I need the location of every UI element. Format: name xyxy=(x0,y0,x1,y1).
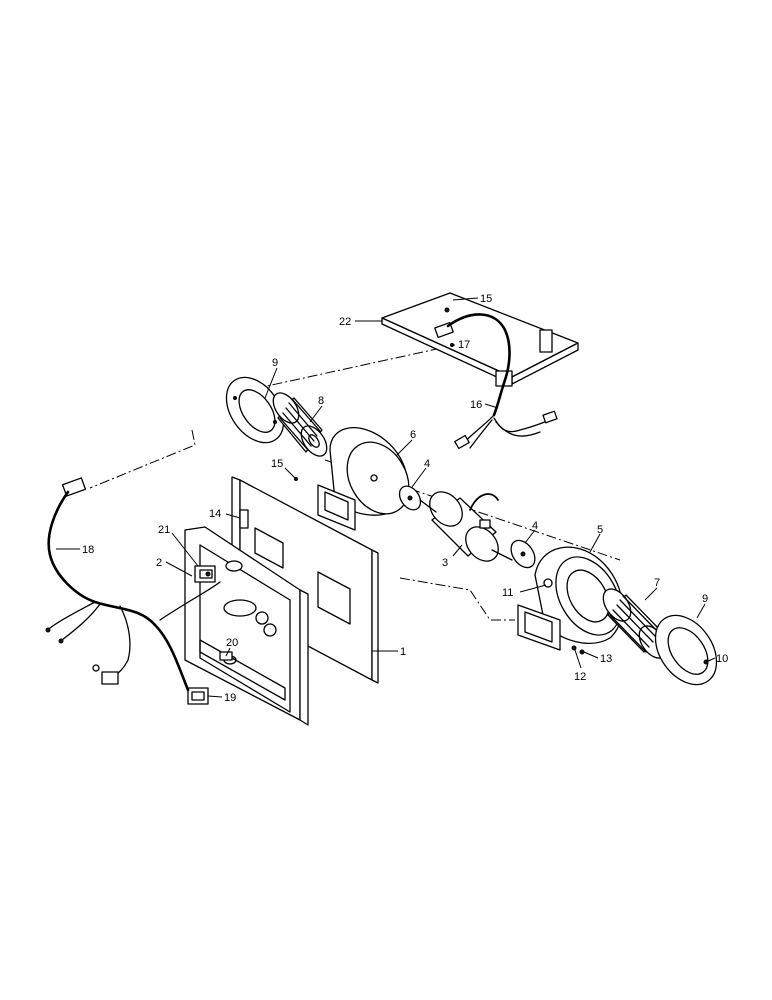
label-9-upper: 9 xyxy=(272,357,278,369)
label-4-upper: 4 xyxy=(424,458,430,470)
label-9-lower: 9 xyxy=(702,593,708,605)
label-11: 11 xyxy=(502,587,513,599)
label-8: 8 xyxy=(318,395,324,407)
part-13-nut xyxy=(579,649,585,655)
label-2: 2 xyxy=(156,557,162,569)
part-4-gasket-upper xyxy=(398,485,422,511)
label-20: 20 xyxy=(226,637,238,649)
label-1: 1 xyxy=(400,646,406,658)
part-22-mounting-plate xyxy=(381,292,579,387)
label-5: 5 xyxy=(597,524,603,536)
part-19-connector xyxy=(187,687,209,705)
label-19: 19 xyxy=(224,692,236,704)
part-5-blower-housing xyxy=(517,546,623,651)
part-21-switch xyxy=(194,565,216,583)
label-15-upper: 15 xyxy=(480,293,492,305)
part-4-gasket-lower xyxy=(510,539,536,569)
leader-lines xyxy=(56,297,716,698)
label-17: 17 xyxy=(458,339,470,351)
part-7-blower-wheel xyxy=(602,588,668,659)
part-3-motor xyxy=(419,491,513,562)
label-3: 3 xyxy=(442,557,448,569)
label-21: 21 xyxy=(158,524,170,536)
part-8-blower-wheel xyxy=(272,392,328,457)
label-13: 13 xyxy=(600,653,612,665)
part-6-blower-housing xyxy=(317,427,410,531)
part-9-flange-ring-lower xyxy=(654,614,718,686)
label-22: 22 xyxy=(339,316,351,328)
part-12-washer xyxy=(571,645,577,651)
part-18-harness xyxy=(45,477,221,692)
part-9-flange-ring-upper xyxy=(225,376,285,444)
label-4-lower: 4 xyxy=(532,520,538,532)
label-14: 14 xyxy=(209,508,221,520)
label-16: 16 xyxy=(470,399,482,411)
label-10: 10 xyxy=(716,653,728,665)
label-18: 18 xyxy=(82,544,94,556)
label-12: 12 xyxy=(574,671,586,683)
label-7: 7 xyxy=(654,577,660,589)
label-15-lower: 15 xyxy=(271,458,283,470)
callout-labels: 22 15 17 16 9 8 6 15 4 14 21 2 3 4 5 11 … xyxy=(82,293,728,704)
label-6: 6 xyxy=(410,429,416,441)
part-16-harness xyxy=(434,313,558,450)
